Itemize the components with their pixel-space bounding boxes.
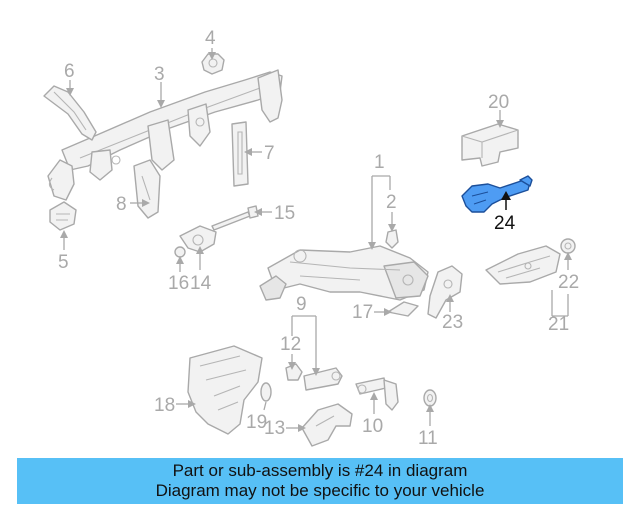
part-20-cover [461,123,519,167]
part-22-clip [560,238,576,254]
callout-7: 7 [264,143,275,164]
callout-19: 19 [246,412,267,433]
part-1-steering-column [259,245,429,301]
callout-21: 21 [548,314,569,335]
callout-2: 2 [386,192,397,213]
part-7-plate [231,121,249,187]
callout-6: 6 [64,61,75,82]
callout-11: 11 [418,428,438,449]
part-9-shaft [303,367,343,391]
callout-13: 13 [264,418,285,439]
callout-16: 16 [168,273,189,294]
callout-18: 18 [154,395,175,416]
part-13-bracket [301,403,353,447]
leader-arrowheads [60,52,572,432]
callout-12: 12 [280,334,301,355]
part-16-washer [174,246,186,258]
part-19-clip [260,382,272,402]
info-banner: Part or sub-assembly is #24 in diagram D… [17,458,623,504]
part-5-clip [49,201,77,231]
banner-line-part-number: Part or sub-assembly is #24 in diagram [172,461,468,480]
part-18-bolster [187,345,263,435]
part-14-clamp [179,225,217,253]
parts-diagram: 1 2 3 4 5 6 7 8 9 10 11 12 13 14 15 16 1… [43,28,579,449]
part-3-support-beam [47,69,283,201]
part-23-lever [427,265,463,319]
part-17-pad [387,301,419,317]
callout-5: 5 [58,252,69,273]
callout-17: 17 [352,302,373,323]
part-6-bracket [43,85,97,141]
callout-labels: 1 2 3 4 5 6 7 8 9 10 11 12 13 14 15 16 1… [58,28,579,449]
callout-15: 15 [274,203,295,224]
callout-14: 14 [190,273,212,294]
leader-24-highlighted [501,191,511,210]
callout-24-highlighted: 24 [494,213,516,234]
part-24-switch-highlighted [461,175,533,213]
callout-10: 10 [362,416,383,437]
part-11-washer [423,389,437,407]
part-21-lower-cover [485,245,561,285]
part-15-bolt [211,205,259,231]
part-8-bracket [133,159,161,219]
callout-23: 23 [442,312,463,333]
callout-8: 8 [116,194,127,215]
callout-9: 9 [296,294,307,315]
callout-4: 4 [205,28,216,49]
callout-3: 3 [154,64,165,85]
part-12-bushing [285,363,303,381]
callout-22: 22 [558,272,579,293]
callout-1: 1 [374,152,385,173]
part-10-lock-cylinder [355,377,399,411]
callout-20: 20 [488,92,509,113]
part-2-pin [385,229,399,249]
banner-line-disclaimer: Diagram may not be specific to your vehi… [155,481,485,500]
